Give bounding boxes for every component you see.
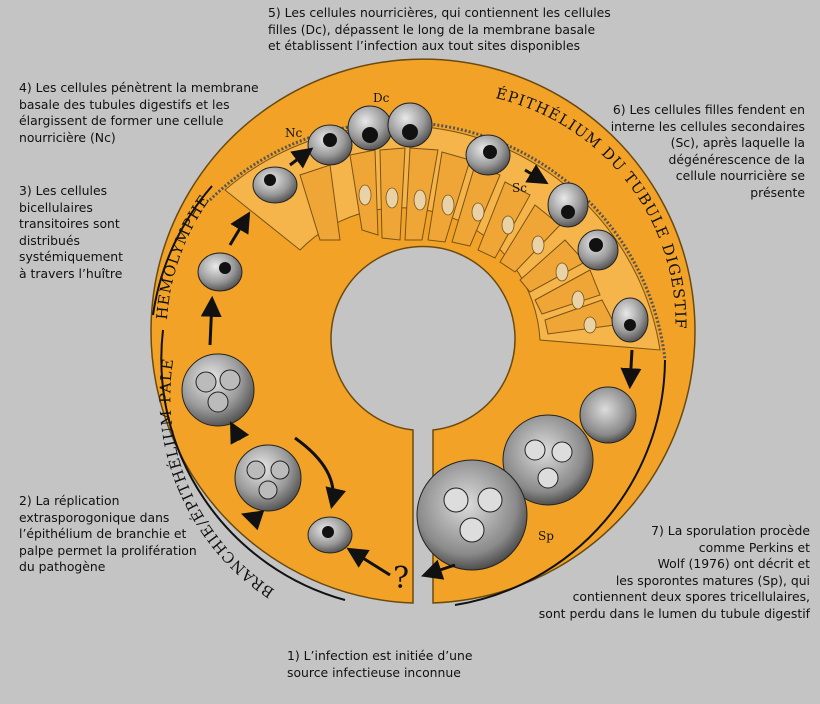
caption-step-7-line-1: 7) La sporulation procède	[651, 523, 810, 538]
caption-step-3-line-5: systémiquement	[19, 249, 123, 264]
cell-label-sp: Sp	[538, 529, 554, 543]
caption-step-7-line-2: comme Perkins et	[698, 539, 810, 555]
caption-step-5-line-3: et établissent l’infection aux tout site…	[268, 38, 581, 53]
cell-label-unknown-source: ?	[393, 561, 409, 596]
caption-step-2-line-1: 2) La réplication	[19, 493, 120, 508]
caption-step-6-line-2: interne les cellules secondaires	[610, 118, 805, 134]
caption-step-1: 1) L’infection est initiée d’une source …	[287, 648, 473, 681]
caption-step-4: 4) Les cellules pénètrent la membrane ba…	[19, 80, 259, 146]
caption-step-3-line-2: bicellulaires	[19, 199, 93, 215]
caption-step-4-line-3: élargissent de former une cellule	[19, 113, 224, 128]
cell-label-nc: Nc	[285, 126, 303, 140]
caption-step-3: 3) Les cellules bicellulaires transitoir…	[19, 183, 123, 282]
basal-membrane	[208, 120, 667, 361]
caption-step-3-line-6: à travers l’huître	[19, 265, 123, 281]
caption-step-2-line-3: l’épithélium de branchie et	[19, 526, 187, 541]
hemolymph-cells	[181, 252, 353, 554]
caption-step-6: 6) Les cellules filles fendent en intern…	[611, 102, 805, 201]
caption-step-3-line-4: distribués	[19, 232, 80, 248]
caption-step-1-line-2: source infectieuse inconnue	[287, 664, 461, 680]
epithelial-nuclei	[358, 184, 597, 334]
sporonts	[416, 386, 637, 571]
caption-step-7-line-4: les sporontes matures (Sp), qui	[615, 572, 810, 588]
cell-label-sc: Sc	[512, 181, 527, 195]
cell-label-dc: Dc	[373, 91, 390, 105]
nurse-cells	[252, 102, 649, 343]
caption-step-6-line-4: dégénérescence de la	[668, 151, 805, 167]
caption-step-6-line-5: cellule nourricière se	[675, 168, 805, 183]
caption-step-7-line-5: contiennent deux spores tricellulaires,	[572, 589, 810, 604]
caption-step-4-line-2: basale des tubules digestifs et les	[19, 96, 230, 112]
region-ticks	[152, 185, 666, 606]
caption-step-7-line-3: Wolf (1976) ont décrit et	[657, 556, 810, 571]
caption-step-6-line-6: présente	[750, 184, 805, 200]
caption-step-2: 2) La réplication extrasporogonique dans…	[19, 493, 197, 576]
caption-step-1-line-1: 1) L’infection est initiée d’une	[287, 648, 473, 663]
caption-step-4-line-1: 4) Les cellules pénètrent la membrane	[19, 80, 259, 95]
caption-step-5-line-1: 5) Les cellules nourricières, qui contie…	[268, 5, 611, 20]
caption-step-7-line-6: sont perdu dans le lumen du tubule diges…	[538, 605, 810, 621]
caption-step-2-line-5: du pathogène	[19, 559, 106, 574]
caption-step-7: 7) La sporulation procède comme Perkins …	[539, 523, 810, 622]
caption-step-6-line-1: 6) Les cellules filles fendent en	[612, 102, 805, 117]
caption-step-4-line-4: nourricière (Nc)	[19, 129, 116, 145]
caption-step-5-line-2: filles (Dc), dépassent le long de la mem…	[268, 21, 596, 37]
caption-step-6-line-3: (Sc), après laquelle la	[670, 135, 805, 150]
caption-step-5: 5) Les cellules nourricières, qui contie…	[268, 5, 611, 55]
caption-step-2-line-4: palpe permet la prolifération	[19, 542, 197, 558]
caption-step-2-line-2: extrasporogonique dans	[19, 509, 170, 525]
caption-step-3-line-3: transitoires sont	[19, 216, 120, 231]
cycle-arrows	[200, 147, 642, 580]
caption-step-3-line-1: 3) Les cellules	[19, 183, 108, 198]
